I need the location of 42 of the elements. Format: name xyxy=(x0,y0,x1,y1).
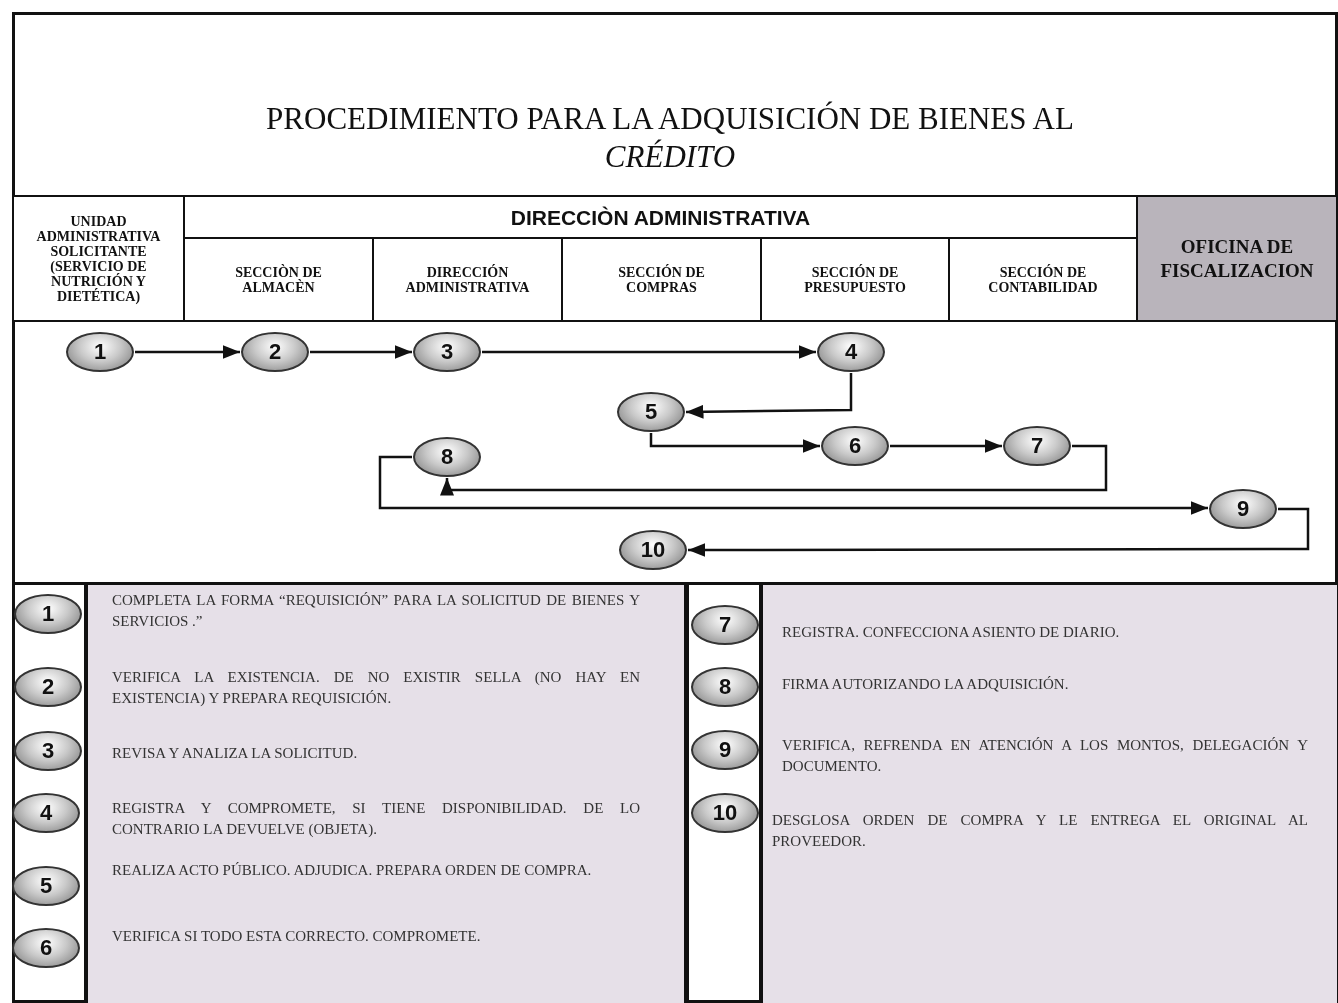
arrow xyxy=(378,455,1208,515)
step-description: REALIZA ACTO PÚBLICO. ADJUDICA. PREPARA ORDEN DE COMPRA. xyxy=(112,861,593,880)
step-description: REVISA Y ANALIZA LA SOLICITUD. xyxy=(112,744,359,763)
step-number-oval: 10 xyxy=(691,793,759,833)
lane-header: UNIDAD ADMINISTRATIVA SOLICITANTE (SERVICIO DE NUTRICIÓN Y DIETÉTICA) xyxy=(12,195,185,322)
step-number-oval: 2 xyxy=(14,667,82,707)
step-number-oval: 7 xyxy=(691,605,759,645)
step-number-oval: 5 xyxy=(617,392,685,432)
step-number-oval: 10 xyxy=(619,530,687,570)
step-description: REGISTRA. CONFECCIONA ASIENTO DE DIARIO. xyxy=(782,623,1121,642)
step-description: DESGLOSA ORDEN DE COMPRA Y LE ENTREGA EL ORIGINAL AL PROVEEDOR. xyxy=(772,811,1308,851)
step-number-oval: 3 xyxy=(14,731,82,771)
step-description: REGISTRA Y COMPROMETE, SI TIENE DISPONIBILIDAD. DE LO CONTRARIO LA DEVUELVE (OBJETA). xyxy=(112,799,640,839)
arrow xyxy=(135,345,240,359)
step-number-oval: 1 xyxy=(14,594,82,634)
step-number-oval: 4 xyxy=(817,332,885,372)
arrow xyxy=(440,444,1108,496)
step-number-oval: 2 xyxy=(241,332,309,372)
step-number-oval: 7 xyxy=(1003,426,1071,466)
arrow xyxy=(649,433,820,453)
arrow xyxy=(890,439,1002,453)
step-description: VERIFICA LA EXISTENCIA. DE NO EXISTIR SELLA (NO HAY EN EXISTENCIA) Y PREPARA REQUISICIÓN. xyxy=(112,668,640,708)
step-description: VERIFICA SI TODO ESTA CORRECTO. COMPROMETE. xyxy=(112,927,482,946)
step-description: VERIFICA, REFRENDA EN ATENCIÓN A LOS MONTOS, DELEGACIÓN Y DOCUMENTO. xyxy=(782,736,1308,776)
arrow xyxy=(310,345,412,359)
step-number-oval: 8 xyxy=(691,667,759,707)
step-number-oval: 1 xyxy=(66,332,134,372)
step-number-oval: 4 xyxy=(12,793,80,833)
step-number-oval: 3 xyxy=(413,332,481,372)
step-description: FIRMA AUTORIZANDO LA ADQUISICIÓN. xyxy=(782,675,1070,694)
arrow xyxy=(688,507,1310,557)
step-number-oval: 9 xyxy=(691,730,759,770)
step-number-oval: 5 xyxy=(12,866,80,906)
step-description: COMPLETA LA FORMA “REQUISICIÓN” PARA LA SOLICITUD DE BIENES Y SERVICIOS .” xyxy=(112,591,640,631)
step-number-oval: 9 xyxy=(1209,489,1277,529)
title: PROCEDIMIENTO PARA LA ADQUISICIÓN DE BIENES AL CRÉDITO xyxy=(265,100,1075,176)
lane-header: OFICINA DE FISCALIZACION xyxy=(1136,195,1338,322)
step-number-oval: 6 xyxy=(12,928,80,968)
step-number-oval: 8 xyxy=(413,437,481,477)
arrow xyxy=(686,373,853,419)
step-number-oval: 6 xyxy=(821,426,889,466)
arrow xyxy=(482,345,816,359)
